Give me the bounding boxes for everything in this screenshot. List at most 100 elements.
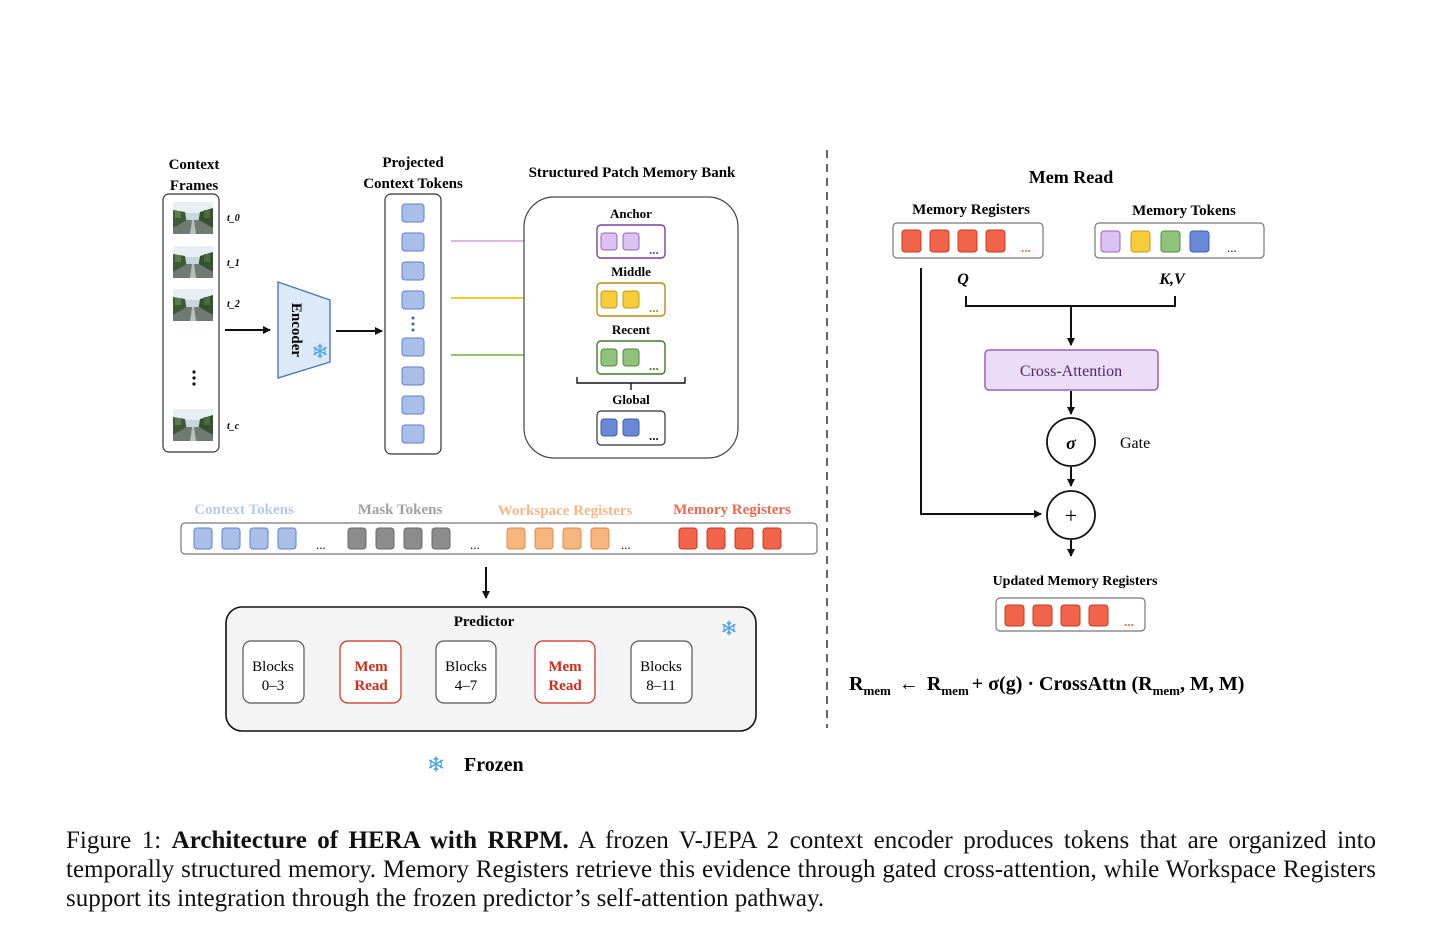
- memory-register-token: [706, 527, 726, 550]
- global-ellipsis: ...: [649, 428, 659, 443]
- gate-sigma-symbol: σ: [1066, 433, 1077, 453]
- blocks-label: Blocks: [640, 659, 682, 675]
- context-frames-title-line1: Context: [169, 157, 220, 173]
- memory-bank-title: Structured Patch Memory Bank: [529, 165, 736, 181]
- middle-ellipsis: ...: [649, 300, 659, 315]
- mem-read-label-line2: Read: [548, 678, 582, 694]
- recent-ellipsis: ...: [649, 358, 659, 373]
- mem-read-label-line1: Mem: [548, 659, 582, 675]
- projected-token: [401, 366, 425, 386]
- workspace-ellipsis: ...: [621, 537, 631, 552]
- memory-bank-container: [523, 196, 739, 459]
- context-ellipsis: ...: [316, 537, 326, 552]
- global-token: [622, 418, 640, 437]
- projected-title-line2: Context Tokens: [363, 176, 463, 192]
- context-frames-group: Context Frames t_0 t_1 t_2 t_c: [162, 157, 240, 453]
- memory-register-token: [762, 527, 782, 550]
- residual-sum-symbol: +: [1065, 503, 1077, 528]
- encoder: Encoder: [277, 281, 331, 379]
- caption-prefix: Figure 1:: [66, 827, 162, 854]
- memory-tokens-label: Memory Tokens: [1132, 203, 1236, 219]
- context-tokens-label: Context Tokens: [194, 502, 294, 518]
- legend-frozen-label: Frozen: [464, 754, 524, 776]
- mem-read-label-line2: Read: [354, 678, 388, 694]
- mask-token: [347, 527, 367, 550]
- mem-read-2: [534, 640, 596, 704]
- global-token: [600, 418, 618, 437]
- blocks-label: Blocks: [445, 659, 487, 675]
- frame-image-2: [173, 289, 213, 321]
- projected-token: [401, 261, 425, 281]
- frame-image-c: [173, 409, 213, 441]
- memory-token-anchor: [1100, 230, 1121, 253]
- token-sequence-container: [180, 522, 818, 555]
- frame-image-1: [173, 246, 213, 278]
- memory-register-token: [678, 527, 698, 550]
- mask-token: [403, 527, 423, 550]
- q-label: Q: [957, 271, 969, 288]
- token-sequence-row: ... ... ...: [180, 522, 818, 555]
- updated-register-token: [1032, 604, 1053, 627]
- context-token: [277, 527, 297, 550]
- global-brace: [576, 377, 686, 390]
- blocks-8-11: [630, 640, 693, 704]
- projected-title-line1: Projected: [382, 155, 444, 171]
- memory-register-token: [985, 229, 1006, 253]
- qkv-merge-brace: [965, 296, 1176, 307]
- context-token: [249, 527, 269, 550]
- blocks-0-3: [242, 640, 305, 704]
- projected-token: [401, 290, 425, 310]
- residual-skip-arrow: [920, 268, 1042, 518]
- mem-read-label-line1: Mem: [354, 659, 388, 675]
- mem-read-1: [339, 640, 402, 704]
- recent-token: [622, 348, 640, 367]
- memory-register-token: [734, 527, 754, 550]
- memory-token-recent: [1160, 230, 1181, 253]
- frame-label-tc: t_c: [227, 421, 240, 432]
- frame-label-t1: t_1: [227, 258, 240, 269]
- blocks-range: 8–11: [646, 678, 675, 694]
- mem-read-title: Mem Read: [1029, 167, 1113, 187]
- legend-snowflake-icon: [428, 756, 444, 772]
- predictor-title: Predictor: [454, 614, 515, 630]
- projected-context-tokens: Projected Context Tokens: [363, 155, 463, 455]
- mask-token: [431, 527, 451, 550]
- frame-label-t0: t_0: [227, 213, 240, 224]
- anchor-ellipsis: ...: [649, 242, 659, 257]
- memory-registers-row-label: Memory Registers: [673, 502, 791, 518]
- workspace-token: [562, 527, 582, 550]
- recent-label: Recent: [612, 322, 651, 337]
- memory-token-middle: [1130, 230, 1151, 253]
- caption-title: Architecture of HERA with RRPM.: [171, 827, 569, 854]
- mask-token: [375, 527, 395, 550]
- memory-register-token: [901, 229, 922, 253]
- middle-token: [600, 290, 618, 309]
- kv-label: K,V: [1158, 271, 1186, 288]
- context-token: [221, 527, 241, 550]
- mask-ellipsis: ...: [470, 537, 480, 552]
- updated-register-token: [1088, 604, 1109, 627]
- recent-token: [600, 348, 618, 367]
- projected-token: [401, 395, 425, 415]
- updated-register-token: [1060, 604, 1081, 627]
- projected-token: [401, 337, 425, 357]
- cross-attention-box: [984, 349, 1159, 391]
- memory-tokens-ellipsis: ...: [1227, 240, 1237, 255]
- global-label: Global: [612, 392, 650, 407]
- encoder-label: Encoder: [288, 303, 304, 358]
- memory-register-token: [957, 229, 978, 253]
- memory-registers-ellipsis: ...: [1021, 240, 1031, 255]
- workspace-token: [506, 527, 526, 550]
- blocks-label: Blocks: [252, 659, 294, 675]
- frames-vertical-ellipsis: [192, 370, 196, 386]
- gate-sigma-node: [1046, 417, 1096, 467]
- residual-sum-node: [1046, 490, 1096, 540]
- memory-registers-label: Memory Registers: [912, 202, 1030, 218]
- projected-token: [401, 232, 425, 252]
- middle-label: Middle: [611, 264, 651, 279]
- update-formula: Rmem←Rmem+ σ(g) · CrossAttn (Rmem, M, M): [849, 673, 1244, 698]
- cross-attention-label: Cross-Attention: [1020, 363, 1122, 380]
- blocks-4-7: [435, 640, 497, 704]
- mask-tokens-label: Mask Tokens: [358, 502, 443, 518]
- figure-caption: Figure 1: Architecture of HERA with RRPM…: [66, 826, 1376, 913]
